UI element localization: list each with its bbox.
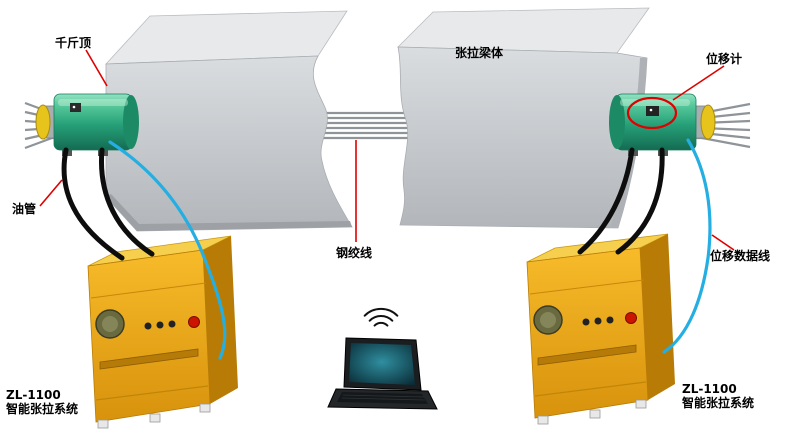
- right-jack: [609, 93, 716, 156]
- displacement-cable-right: [662, 138, 712, 354]
- oil-hose-left-1: [61, 147, 125, 261]
- cabinet-side: [640, 234, 675, 400]
- machine-foot: [199, 403, 211, 413]
- machine-foot: [537, 415, 549, 425]
- tray-slot: [537, 344, 637, 366]
- leader-line-data-line: [711, 234, 735, 251]
- jack-port: [70, 103, 81, 112]
- label-beam: 张拉梁体: [455, 46, 504, 60]
- right-system-model: ZL-1100: [682, 382, 737, 396]
- laptop-keyboard: [337, 392, 428, 404]
- laptop: [327, 337, 438, 410]
- displacement-sensor-marker: [626, 96, 678, 130]
- left-beam-block: [105, 10, 353, 232]
- leader-line-jack: [85, 49, 108, 87]
- label-oil-pipe: 油管: [12, 202, 37, 216]
- machine-foot: [149, 413, 161, 423]
- label-right-system: ZL-1100 智能张拉系统: [682, 382, 754, 411]
- annotation-lines: [39, 49, 735, 251]
- indicator-button: [594, 317, 602, 325]
- label-steel-strand: 钢绞线: [336, 246, 373, 260]
- tray-slot: [99, 348, 199, 370]
- right-beam-block: [397, 7, 650, 229]
- left-system-model: ZL-1100: [6, 388, 61, 402]
- displacement-cable-left: [108, 140, 227, 360]
- oil-hose-right-1: [577, 147, 635, 255]
- indicator-button: [582, 318, 590, 326]
- leader-line-displacement-gauge: [672, 65, 725, 101]
- oil-hose-left-2: [98, 147, 155, 257]
- indicator-button: [144, 322, 152, 330]
- machine-foot: [97, 419, 109, 429]
- displacement-cables: [108, 138, 712, 360]
- indicator-button: [606, 316, 614, 324]
- indicator-button: [168, 320, 176, 328]
- leader-line-oil-pipe: [39, 179, 63, 207]
- displacement-sensor: [646, 106, 659, 116]
- machine-foot: [635, 399, 647, 409]
- oil-hoses: [61, 147, 665, 261]
- label-displacement-gauge: 位移计: [706, 52, 743, 66]
- wifi-signal-icon: [363, 307, 399, 327]
- laptop-screen: [349, 343, 415, 385]
- right-tensioning-machine: [526, 233, 675, 425]
- left-tensioning-machine: [87, 235, 238, 429]
- left-jack: [35, 93, 139, 156]
- machine-foot: [589, 409, 601, 419]
- anchor-plate: [35, 104, 51, 140]
- anchor-plate: [700, 104, 716, 140]
- indicator-button: [156, 321, 164, 329]
- right-system-name: 智能张拉系统: [682, 396, 755, 411]
- label-jack: 千斤顶: [55, 36, 92, 50]
- left-system-name: 智能张拉系统: [6, 402, 79, 417]
- label-left-system: ZL-1100 智能张拉系统: [6, 388, 78, 417]
- oil-hose-right-2: [615, 147, 665, 255]
- label-displacement-data-line: 位移数据线: [710, 249, 771, 263]
- emergency-button: [188, 316, 200, 328]
- emergency-button: [625, 312, 637, 324]
